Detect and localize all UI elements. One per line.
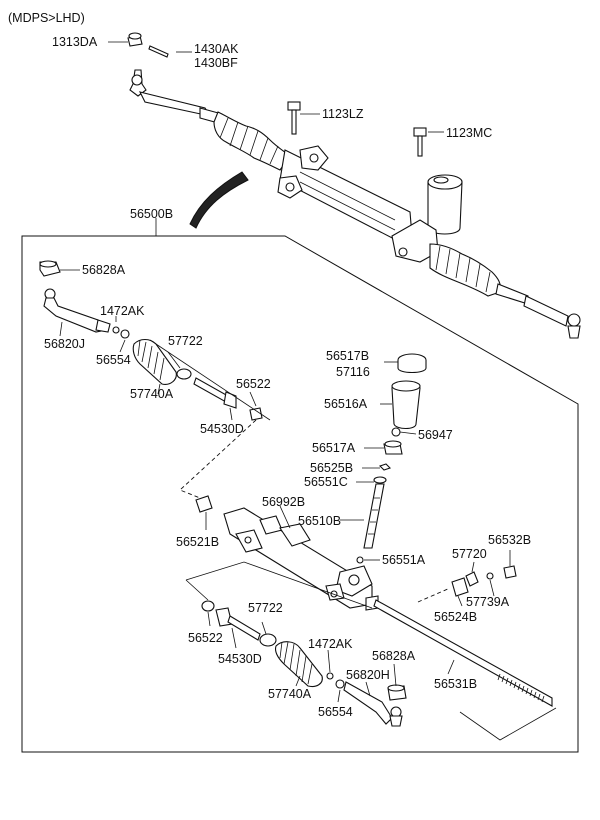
label-54530d-top: 54530D xyxy=(200,422,244,436)
clamp-1472ak-bottom-icon xyxy=(326,672,334,680)
label-56828a-bottom: 56828A xyxy=(372,649,416,663)
label-56517b: 56517B xyxy=(326,349,369,363)
clamp-57722-icon xyxy=(176,368,192,380)
oil-seal-56551a-icon xyxy=(356,556,364,564)
split-pin-icon xyxy=(148,45,169,58)
guide-line-bottom-rack xyxy=(459,707,557,741)
nut-56522-icon xyxy=(249,407,263,421)
tie-rod-end-56820h-icon xyxy=(343,681,403,727)
bolt-1123mc-icon xyxy=(413,127,427,157)
clamp-57722-bottom-icon xyxy=(259,633,277,647)
label-56521b: 56521B xyxy=(176,535,219,549)
label-1430bf: 1430BF xyxy=(194,56,238,70)
gear-housing-icon xyxy=(223,507,379,611)
clamp-1472ak-icon xyxy=(112,326,120,334)
label-56524b: 56524B xyxy=(434,610,477,624)
label-56551a: 56551A xyxy=(382,553,426,567)
inner-tie-rod-54530d-bottom-icon xyxy=(215,607,261,641)
snap-ring-56525b-icon xyxy=(378,463,392,471)
exploded-view-frame xyxy=(21,235,579,753)
label-56516a: 56516A xyxy=(324,397,368,411)
assembly-arrow-icon xyxy=(189,171,249,229)
label-56820j: 56820J xyxy=(44,337,85,351)
nut-56828a-bottom-icon xyxy=(387,684,407,701)
label-57740a-bottom: 57740A xyxy=(268,687,312,701)
steering-gear-assembly xyxy=(127,32,581,339)
label-1123mc: 1123MC xyxy=(446,126,492,140)
label-56828a-top: 56828A xyxy=(82,263,126,277)
label-56517a: 56517A xyxy=(312,441,356,455)
label-57740a-top: 57740A xyxy=(130,387,174,401)
label-1472ak-bottom: 1472AK xyxy=(308,637,353,651)
nut-56522-bottom-icon xyxy=(201,600,215,612)
label-56947: 56947 xyxy=(418,428,453,442)
label-57739a: 57739A xyxy=(466,595,510,609)
bolt-1123lz-icon xyxy=(287,101,301,135)
label-56525b: 56525B xyxy=(310,461,353,475)
guide-line-bottom-left-2 xyxy=(185,579,209,601)
rack-56531b-icon xyxy=(373,599,553,707)
label-56531b: 56531B xyxy=(434,677,477,691)
label-57722-top: 57722 xyxy=(168,334,203,348)
label-56820h: 56820H xyxy=(346,668,390,682)
guide-line-top-tie xyxy=(149,339,271,421)
label-56532b: 56532B xyxy=(488,533,531,547)
label-54530d-bottom: 54530D xyxy=(218,652,262,666)
pinion-56510b-icon xyxy=(363,476,387,549)
label-56554-bottom: 56554 xyxy=(318,705,353,719)
leader-lines xyxy=(59,41,511,703)
nut-56828a-icon xyxy=(39,260,61,277)
guide-line-bottom-left xyxy=(185,561,373,609)
label-57116: 57116 xyxy=(336,365,370,379)
label-56510b: 56510B xyxy=(298,514,341,528)
label-1472ak-top: 1472AK xyxy=(100,304,145,318)
boot-57740a-bottom-icon xyxy=(274,641,323,688)
boot-57740a-icon xyxy=(132,338,177,385)
guide-line-yoke xyxy=(417,587,451,603)
yoke-57720-icon xyxy=(465,571,479,587)
variant-note: (MDPS>LHD) xyxy=(8,11,85,25)
spring-57739a-icon xyxy=(486,572,494,580)
label-1430ak: 1430AK xyxy=(194,42,239,56)
nut-56521b-icon xyxy=(195,495,213,513)
label-1313da: 1313DA xyxy=(52,35,98,49)
label-56500b: 56500B xyxy=(130,207,173,221)
label-56554-top: 56554 xyxy=(96,353,131,367)
clip-56554-icon xyxy=(120,329,130,339)
label-56522-top: 56522 xyxy=(236,377,271,391)
inner-tie-rod-54530d-icon xyxy=(193,377,237,409)
clip-56554-bottom-icon xyxy=(335,679,345,689)
label-56992b: 56992B xyxy=(262,495,305,509)
exploded-parts xyxy=(39,260,553,727)
tie-rod-end-56820j-icon xyxy=(43,288,111,333)
pinion-seal-stack xyxy=(383,353,427,455)
plug-56532b-icon xyxy=(503,565,517,579)
label-57720: 57720 xyxy=(452,547,487,561)
yoke-56524b-icon xyxy=(451,577,469,597)
part-labels: 1313DA 1430AK 1430BF 1123LZ 1123MC 56500… xyxy=(44,35,531,719)
label-57722-bottom: 57722 xyxy=(248,601,283,615)
nut-1313da-icon xyxy=(127,32,143,47)
label-1123lz: 1123LZ xyxy=(322,107,364,121)
label-56551c: 56551C xyxy=(304,475,348,489)
label-56522-bottom: 56522 xyxy=(188,631,223,645)
